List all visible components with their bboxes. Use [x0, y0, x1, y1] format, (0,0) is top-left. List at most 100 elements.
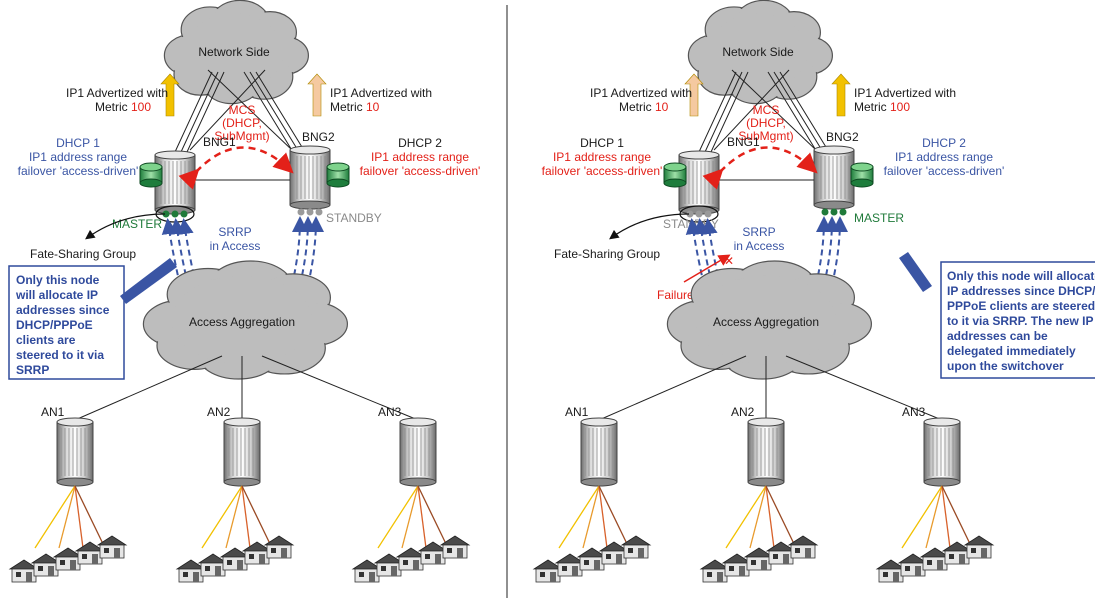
bng2-router-icon — [289, 145, 331, 210]
house-icon — [417, 541, 449, 565]
note-pointer-icon — [120, 258, 177, 304]
note-line: addresses can be — [947, 329, 1048, 343]
fate-sharing-arrow — [85, 213, 166, 240]
mcs-sync-arrow — [178, 146, 294, 190]
note-line: IP addresses since DHCP/ — [947, 284, 1095, 298]
dhcp-right-title: DHCP 2 — [398, 136, 442, 150]
house-icon — [263, 535, 295, 559]
house-icon — [52, 547, 84, 571]
access-aggregation-cloud — [142, 260, 348, 380]
dhcp-left-mode: failover 'access-driven' — [542, 164, 663, 178]
house-icon — [576, 547, 608, 571]
bng2-state: MASTER — [854, 211, 904, 225]
dhcp2-database-icon — [850, 162, 874, 188]
an-1: AN1 — [532, 355, 747, 583]
house-icon — [554, 553, 586, 577]
dhcp1-database-icon — [139, 162, 163, 188]
an-1: AN1 — [8, 355, 223, 583]
house-icon — [395, 547, 427, 571]
note-line: upon the switchover — [947, 359, 1064, 373]
note-pointer-icon — [899, 252, 932, 292]
advertise-arrow-icon — [684, 73, 704, 117]
uplink-lines — [174, 69, 306, 153]
fate-sharing-label: Fate-Sharing Group — [30, 247, 136, 261]
bng2-ports — [297, 208, 323, 216]
dhcp-left-title: DHCP 1 — [56, 136, 100, 150]
dhcp-right-mode: failover 'access-driven' — [884, 164, 1005, 178]
advertise-arrow-icon — [831, 73, 851, 117]
an-label: AN2 — [731, 405, 755, 419]
network-side-cloud — [163, 0, 309, 105]
bng2-label: BNG2 — [826, 130, 859, 144]
mcs-label-line: MCS — [229, 103, 256, 117]
note-line: Only this node — [16, 273, 100, 287]
failure-x-icon: ✕ — [724, 254, 734, 268]
dhcp-left-range: IP1 address range — [29, 150, 127, 164]
dhcp-right-range: IP1 address range — [895, 150, 993, 164]
an-label: AN3 — [378, 405, 402, 419]
house-icon — [532, 559, 564, 583]
note-line: SRRP — [16, 363, 49, 377]
access-aggregation-label: Access Aggregation — [189, 315, 295, 329]
bng1-state: STANDBY — [663, 217, 719, 231]
an-label: AN3 — [902, 405, 926, 419]
house-icon — [96, 535, 128, 559]
bng2-ports — [821, 208, 847, 216]
mcs-label-line: SubMgmt) — [738, 129, 793, 143]
note-line: steered to it via — [16, 348, 104, 362]
note-line: to it via SRRP. The new IP — [947, 314, 1093, 328]
access-aggregation-cloud — [666, 260, 872, 380]
house-icon — [197, 553, 229, 577]
access-node-router-icon — [747, 417, 785, 487]
dhcp-left-title: DHCP 1 — [580, 136, 624, 150]
house-icon — [787, 535, 819, 559]
bng1-label: BNG1 — [203, 135, 236, 149]
adv-left-metric: Metric 10 — [619, 100, 669, 114]
adv-left-text: IP1 Advertized with — [590, 86, 692, 100]
mcs-label: MCS(DHCP,SubMgmt) — [214, 103, 269, 143]
fate-sharing-arrow — [609, 213, 690, 240]
house-icon — [373, 553, 405, 577]
note-line: will allocate IP — [15, 288, 98, 302]
srrp-label-line: in Access — [734, 239, 785, 253]
mcs-label-line: (DHCP, — [746, 116, 786, 130]
house-icon — [219, 547, 251, 571]
note-line: Only this node will allocate — [947, 269, 1095, 283]
fate-sharing-label: Fate-Sharing Group — [554, 247, 660, 261]
house-icon — [875, 559, 907, 583]
an-label: AN1 — [41, 405, 65, 419]
adv-right-text: IP1 Advertized with — [330, 86, 432, 100]
network-side-label: Network Side — [722, 45, 794, 59]
an-label: AN2 — [207, 405, 231, 419]
advertise-arrow-icon — [160, 73, 180, 117]
bng2-label: BNG2 — [302, 130, 335, 144]
mcs-label-line: MCS — [753, 103, 780, 117]
adv-left-text: IP1 Advertized with — [66, 86, 168, 100]
an-2: AN2 — [699, 356, 819, 583]
mcs-label-line: (DHCP, — [222, 116, 262, 130]
access-node-router-icon — [580, 417, 618, 487]
srrp-label-line: SRRP — [218, 225, 251, 239]
house-icon — [8, 559, 40, 583]
an-3: AN3 — [785, 355, 995, 583]
house-icon — [351, 559, 383, 583]
uplink-lines — [698, 69, 830, 153]
mcs-label: MCS(DHCP,SubMgmt) — [738, 103, 793, 143]
house-icon — [721, 553, 753, 577]
failure-label: Failure — [657, 288, 694, 302]
adv-right-metric: Metric 100 — [854, 100, 910, 114]
house-icon — [743, 547, 775, 571]
house-icon — [897, 553, 929, 577]
mcs-label-line: SubMgmt) — [214, 129, 269, 143]
house-icon — [919, 547, 951, 571]
note-line: delegated immediately — [947, 344, 1076, 358]
house-icon — [765, 541, 797, 565]
house-icon — [620, 535, 652, 559]
